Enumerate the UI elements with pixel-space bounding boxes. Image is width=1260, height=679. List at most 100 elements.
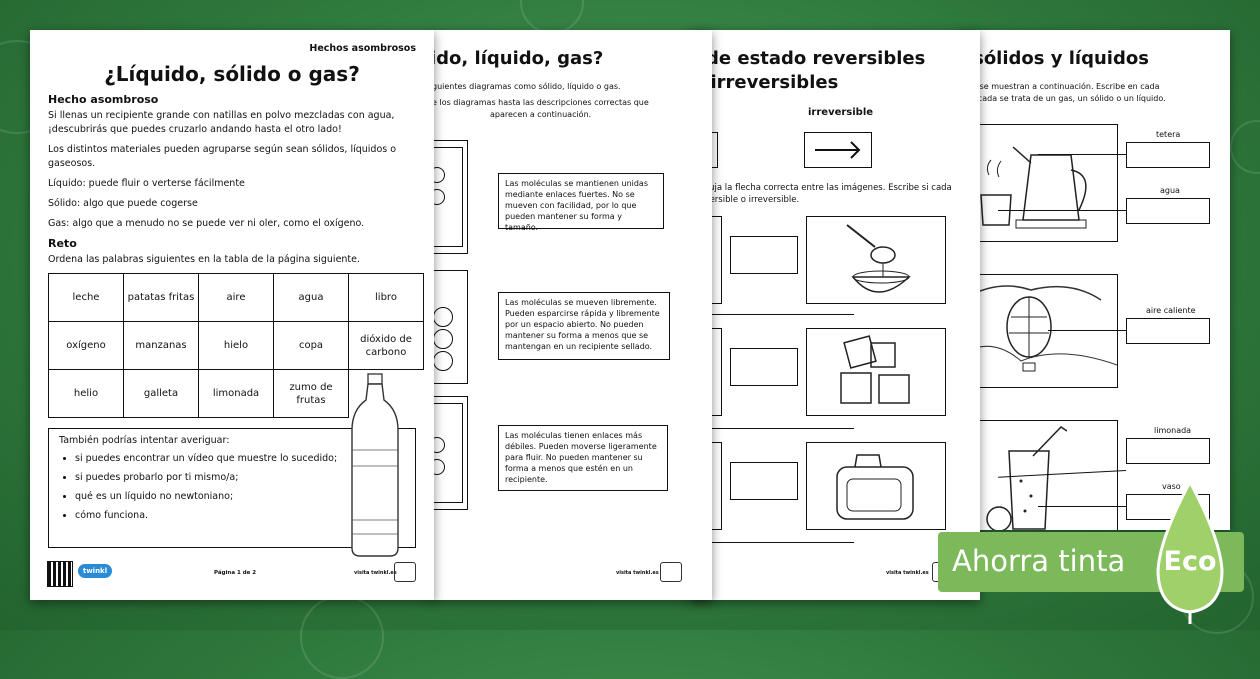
instructions-line: e los diagramas hasta las descripciones … bbox=[432, 98, 649, 107]
label-irreversible: irreversible bbox=[808, 107, 874, 118]
answer-box-aire-caliente[interactable] bbox=[1126, 318, 1210, 344]
word-cell: leche bbox=[48, 273, 124, 322]
hint-title: También podrías intentar averiguar: bbox=[59, 435, 230, 446]
word-cell: dióxido de carbono bbox=[348, 321, 424, 370]
background-doodle bbox=[300, 595, 384, 679]
irreversible-arrow-box bbox=[804, 132, 872, 168]
molecule-circle bbox=[433, 351, 453, 371]
connector-line bbox=[1038, 506, 1126, 507]
word-cell: agua bbox=[273, 273, 349, 322]
badge-text: Ahorra tinta bbox=[952, 544, 1126, 578]
footer-logo-icon bbox=[660, 562, 682, 582]
instructions-line: marcada se trata de un gas, un sólido o … bbox=[962, 94, 1166, 103]
description-box-1[interactable]: Las moléculas se mantienen unidas median… bbox=[498, 173, 664, 232]
molecule-circle bbox=[430, 437, 445, 453]
answer-box-tetera[interactable] bbox=[1126, 142, 1210, 168]
connector-line bbox=[1048, 330, 1126, 331]
ice-cubes-picture bbox=[806, 328, 946, 416]
answer-line[interactable] bbox=[710, 428, 854, 429]
molecule-circle bbox=[430, 167, 445, 183]
liquid-definition: Líquido: puede fluir o verterse fácilmen… bbox=[48, 178, 245, 189]
arrow-answer-box[interactable] bbox=[730, 348, 798, 386]
description-box-2[interactable]: Las moléculas se mueven libremente. Pued… bbox=[498, 292, 670, 360]
page-title: , sólidos y líquidos bbox=[960, 48, 1149, 69]
word-cell: aire bbox=[198, 273, 274, 322]
molecule-circle bbox=[433, 307, 453, 327]
worksheet-page-1: Hechos asombrosos ¿Líquido, sólido o gas… bbox=[30, 30, 434, 600]
arrow-answer-box[interactable] bbox=[730, 236, 798, 274]
instructions-line: reversible o irreversible. bbox=[696, 195, 800, 205]
connector-line bbox=[1038, 154, 1126, 155]
hint-list: si puedes encontrar un vídeo que muestre… bbox=[59, 453, 337, 529]
connector-line bbox=[998, 210, 1126, 211]
worksheet-page-4: , sólidos y líquidos que se muestran a c… bbox=[958, 30, 1230, 530]
word-cell: galleta bbox=[123, 369, 199, 418]
instructions-line: aparecen a continuación. bbox=[490, 110, 592, 119]
gas-definition: Gas: algo que a menudo no se puede ver n… bbox=[48, 218, 365, 229]
word-cell: copa bbox=[273, 321, 349, 370]
instructions-line: dibuja la flecha correcta entre las imág… bbox=[696, 183, 952, 193]
instructions-line: que se muestran a continuación. Escribe … bbox=[962, 82, 1160, 91]
fact-text: Si llenas un recipiente grande con natil… bbox=[48, 110, 395, 135]
page-title: ¿Líquido, sólido o gas? bbox=[104, 62, 360, 86]
spoon-bowl-picture bbox=[806, 216, 946, 304]
page-title-line-1: de estado reversibles bbox=[706, 48, 926, 69]
diagram-inner-frame bbox=[430, 403, 463, 503]
hint-item: si puedes probarlo por ti mismo/a; bbox=[75, 472, 337, 483]
word-cell: zumo de frutas bbox=[273, 369, 349, 418]
answer-line[interactable] bbox=[710, 314, 854, 315]
footer-logo-icon bbox=[394, 562, 416, 582]
label-limonada: limonada bbox=[1154, 426, 1192, 435]
answer-box-limonada[interactable] bbox=[1126, 438, 1210, 464]
page-title: ido, líquido, gas? bbox=[430, 48, 604, 69]
diagram-inner-frame bbox=[430, 147, 463, 247]
word-table: leche patatas fritas aire agua libro oxí… bbox=[48, 273, 424, 418]
molecule-diagram-3 bbox=[430, 396, 468, 510]
label-tetera: tetera bbox=[1156, 130, 1181, 139]
groups-text: Los distintos materiales pueden agrupars… bbox=[48, 144, 397, 169]
challenge-text: Ordena las palabras siguientes en la tab… bbox=[48, 254, 361, 265]
molecule-diagram-1 bbox=[430, 140, 468, 254]
answer-box-vaso[interactable] bbox=[1126, 494, 1210, 520]
molecule-circle bbox=[430, 189, 445, 205]
water-bottle-illustration bbox=[351, 373, 399, 557]
background-doodle bbox=[1230, 120, 1260, 174]
worksheet-page-3: de estado reversibles e irreversibles bl… bbox=[690, 30, 980, 600]
word-cell: limonada bbox=[198, 369, 274, 418]
description-box-3[interactable]: Las moléculas tienen enlaces más débiles… bbox=[498, 425, 668, 491]
molecule-diagram-2 bbox=[430, 270, 468, 384]
label-aire-caliente: aire caliente bbox=[1146, 306, 1196, 315]
hint-box: También podrías intentar averiguar: si p… bbox=[48, 428, 416, 548]
kettle-picture bbox=[960, 124, 1118, 242]
twinkl-logo: twinkl bbox=[78, 564, 112, 578]
toaster-picture bbox=[806, 442, 946, 530]
page-title-line-2: e irreversibles bbox=[692, 72, 839, 93]
molecule-circle bbox=[430, 459, 445, 475]
fact-heading: Hecho asombroso bbox=[48, 93, 159, 106]
word-cell: patatas fritas bbox=[123, 273, 199, 322]
hint-item: si puedes encontrar un vídeo que muestre… bbox=[75, 453, 337, 464]
molecule-circle bbox=[433, 329, 453, 349]
word-cell: manzanas bbox=[123, 321, 199, 370]
answer-box-agua[interactable] bbox=[1126, 198, 1210, 224]
leaf-icon bbox=[1156, 478, 1224, 624]
word-cell: libro bbox=[348, 273, 424, 322]
footer-url: visita twinkl.es bbox=[616, 570, 659, 576]
footer-url: visita twinkl.es bbox=[354, 570, 397, 576]
label-agua: agua bbox=[1160, 186, 1180, 195]
background-doodle bbox=[520, 0, 584, 34]
instructions-line: guientes diagramas como sólido, líquido … bbox=[432, 82, 621, 91]
footer-page-number: Página 1 de 2 bbox=[214, 570, 257, 576]
solid-definition: Sólido: algo que puede cogerse bbox=[48, 198, 198, 209]
answer-line[interactable] bbox=[710, 542, 854, 543]
balloon-picture bbox=[960, 274, 1118, 388]
word-cell: helio bbox=[48, 369, 124, 418]
page-header: Hechos asombrosos bbox=[309, 43, 416, 54]
eco-label: Eco bbox=[1163, 546, 1217, 577]
word-cell: oxígeno bbox=[48, 321, 124, 370]
arrow-answer-box[interactable] bbox=[730, 462, 798, 500]
label-vaso: vaso bbox=[1162, 482, 1181, 491]
word-cell: hielo bbox=[198, 321, 274, 370]
hint-item: cómo funciona. bbox=[75, 510, 337, 521]
challenge-heading: Reto bbox=[48, 237, 77, 250]
